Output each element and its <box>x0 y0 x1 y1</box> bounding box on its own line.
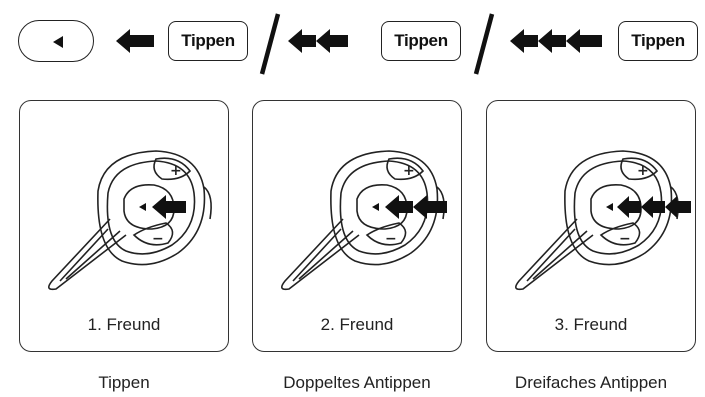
headset-device-icon: + − <box>515 150 691 291</box>
double-left-arrow-icon <box>288 29 348 53</box>
friend-label: 1. Freund <box>87 315 161 334</box>
panel-caption: Doppeltes Antippen <box>283 373 431 392</box>
tippen-button-1: Tippen <box>168 21 248 61</box>
triple-left-arrow-icon <box>510 29 602 53</box>
separator-slash-1 <box>259 13 281 75</box>
svg-text:+: + <box>170 163 182 179</box>
svg-text:−: − <box>152 231 164 247</box>
panel-friend-3: + − 3. Freund <box>486 100 696 352</box>
svg-text:−: − <box>619 231 631 247</box>
svg-text:−: − <box>385 231 397 247</box>
headset-device-icon: + − <box>48 150 212 291</box>
button-pill <box>18 20 94 62</box>
panel-friend-2: + − 2. Freund <box>252 100 462 352</box>
legend-row: Tippen Tippen Tippen <box>0 0 705 84</box>
panel-caption: Dreifaches Antippen <box>514 373 668 392</box>
friend-label: 3. Freund <box>554 315 628 334</box>
panel-friend-1: + − 1. Freund <box>19 100 229 352</box>
svg-text:+: + <box>403 163 415 179</box>
left-triangle-icon <box>53 36 63 48</box>
svg-text:+: + <box>637 163 649 179</box>
headset-device-icon: + − <box>281 150 447 291</box>
tippen-button-3: Tippen <box>618 21 698 61</box>
panel-caption: Tippen <box>98 373 150 392</box>
friend-label: 2. Freund <box>320 315 394 334</box>
separator-slash-2 <box>473 13 495 75</box>
left-arrow-icon <box>116 29 154 53</box>
tippen-button-2: Tippen <box>381 21 461 61</box>
